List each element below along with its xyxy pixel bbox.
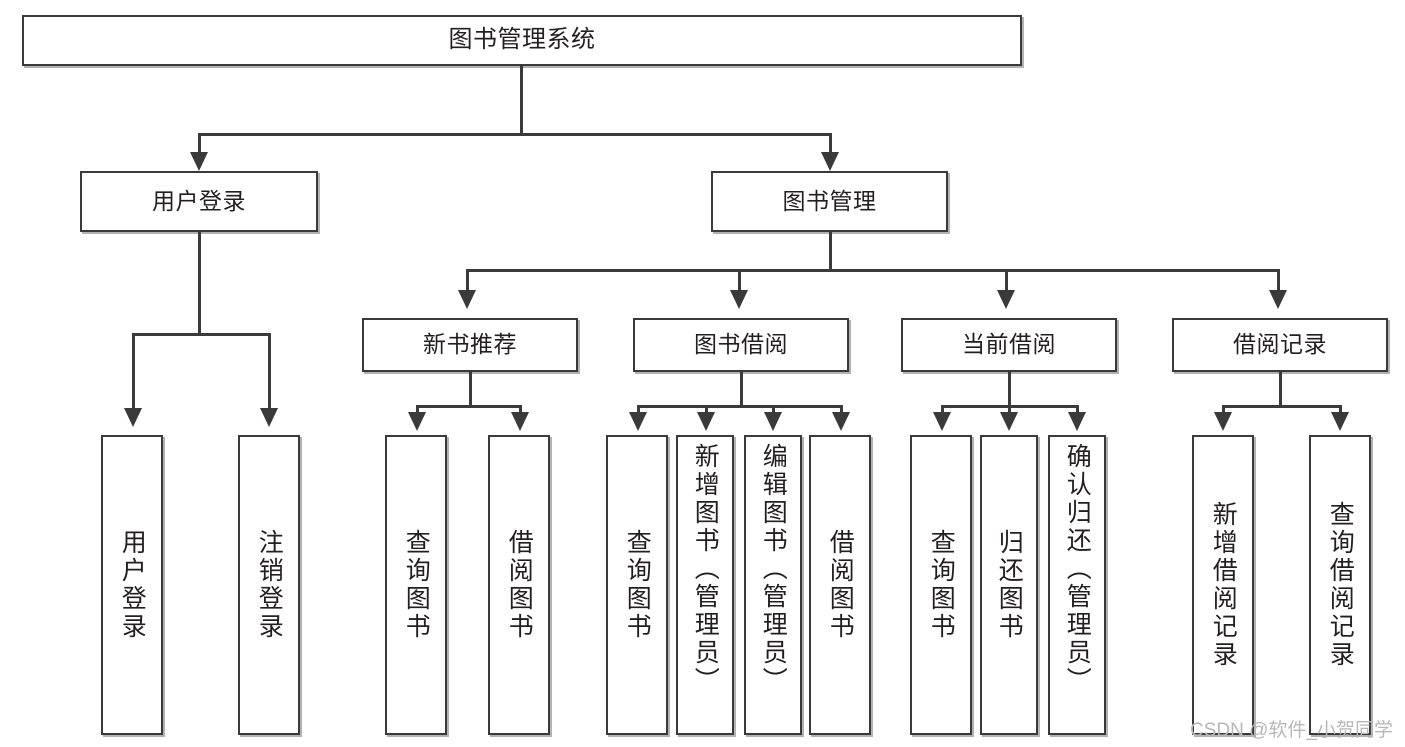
connector-root-stem: [520, 66, 523, 135]
arrowhead-new-book-leaf1: [408, 412, 426, 431]
node-label: 图书管理: [782, 187, 877, 214]
leaf-borrow-records-add-record[interactable]: 新增借阅记录: [1192, 435, 1254, 735]
connector-book-borrow-stem: [740, 372, 743, 408]
arrowhead-new-book-leaf2: [511, 412, 529, 431]
leaf-book-borrow-add-book-admin[interactable]: 新增图书（管理员）: [676, 435, 734, 735]
node-label: 查询图书: [927, 529, 956, 641]
arrowhead-borrow-records-leaf1: [1214, 412, 1232, 431]
connector-book-mgmt-to-c4: [1277, 269, 1280, 297]
connector-book-mgmt-to-c2: [738, 269, 741, 297]
leaf-current-borrow-return-books[interactable]: 归还图书: [980, 435, 1038, 735]
node-label: 新增图书（管理员）: [691, 443, 720, 695]
connector-user-login-stem: [198, 232, 201, 336]
node-label: 图书管理系统: [448, 26, 596, 54]
node-label: 新增借阅记录: [1209, 501, 1238, 669]
arrowhead-user-login-leaf1: [124, 408, 142, 427]
connector-user-login-to-leaf2: [268, 333, 271, 415]
node-book-management[interactable]: 图书管理: [711, 171, 948, 232]
arrowhead-book-mgmt-c4: [1269, 290, 1287, 309]
leaf-current-borrow-confirm-return-admin[interactable]: 确认归还（管理员）: [1048, 435, 1106, 735]
arrowhead-book-borrow-leaf2: [697, 412, 715, 431]
connector-borrow-records-bar: [1222, 405, 1340, 408]
node-label: 确认归还（管理员）: [1063, 443, 1092, 695]
arrowhead-current-borrow-leaf2: [1000, 412, 1018, 431]
leaf-user-login-login[interactable]: 用户登录: [101, 435, 163, 735]
node-label: 用户登录: [152, 187, 246, 214]
node-label: 用户登录: [118, 529, 147, 641]
connector-root-to-user-login: [198, 133, 201, 161]
leaf-current-borrow-query-books[interactable]: 查询图书: [910, 435, 972, 735]
node-new-book-recommend[interactable]: 新书推荐: [362, 318, 578, 372]
connector-book-mgmt-bar: [466, 269, 1277, 272]
node-label: 新书推荐: [423, 331, 517, 358]
csdn-watermark: CSDN @软件_小贺同学: [1190, 720, 1393, 741]
leaf-book-borrow-borrow-books[interactable]: 借阅图书: [809, 435, 871, 735]
node-label: 注销登录: [255, 529, 284, 641]
connector-root-to-book-mgmt: [829, 133, 832, 161]
arrowhead-book-mgmt-c2: [730, 290, 748, 309]
node-label: 借阅图书: [505, 529, 534, 641]
arrowhead-book-borrow-leaf3: [764, 412, 782, 431]
arrowhead-user-login-leaf2: [260, 408, 278, 427]
arrowhead-book-borrow-leaf1: [629, 412, 647, 431]
node-label: 当前借阅: [962, 331, 1056, 358]
leaf-borrow-records-query-record[interactable]: 查询借阅记录: [1309, 435, 1371, 735]
node-label: 查询借阅记录: [1326, 501, 1355, 669]
node-label: 编辑图书（管理员）: [759, 443, 788, 695]
arrowhead-book-mgmt-c1: [458, 290, 476, 309]
connector-book-mgmt-to-c3: [1005, 269, 1008, 297]
arrowhead-current-borrow-leaf1: [933, 412, 951, 431]
node-label: 查询图书: [402, 529, 431, 641]
arrowhead-borrow-records-leaf2: [1331, 412, 1349, 431]
node-label: 借阅记录: [1233, 331, 1327, 358]
node-current-borrow[interactable]: 当前借阅: [901, 318, 1117, 372]
connector-book-borrow-bar: [637, 405, 843, 408]
leaf-new-book-borrow-books[interactable]: 借阅图书: [488, 435, 550, 735]
node-book-borrow[interactable]: 图书借阅: [633, 318, 849, 372]
arrowhead-current-borrow-leaf3: [1068, 412, 1086, 431]
connector-borrow-records-stem: [1279, 372, 1282, 408]
connector-root-bar: [198, 133, 832, 136]
node-root-system[interactable]: 图书管理系统: [22, 15, 1022, 66]
leaf-book-borrow-edit-book-admin[interactable]: 编辑图书（管理员）: [744, 435, 802, 735]
leaf-new-book-query-books[interactable]: 查询图书: [385, 435, 447, 735]
arrowhead-root-to-book-mgmt: [821, 152, 839, 171]
connector-user-login-to-leaf1: [132, 333, 135, 415]
leaf-user-login-logout[interactable]: 注销登录: [238, 435, 300, 735]
connector-book-mgmt-to-c1: [466, 269, 469, 297]
arrowhead-book-mgmt-c3: [997, 290, 1015, 309]
node-user-login[interactable]: 用户登录: [80, 171, 318, 232]
node-label: 借阅图书: [826, 529, 855, 641]
node-label: 图书借阅: [694, 331, 788, 358]
arrowhead-root-to-user-login: [190, 152, 208, 171]
connector-new-book-stem: [469, 372, 472, 408]
node-label: 归还图书: [995, 529, 1024, 641]
node-label: 查询图书: [623, 529, 652, 641]
connector-book-mgmt-stem: [829, 232, 832, 272]
connector-new-book-bar: [416, 405, 522, 408]
node-borrow-records[interactable]: 借阅记录: [1172, 318, 1388, 372]
leaf-book-borrow-query-books[interactable]: 查询图书: [606, 435, 668, 735]
connector-user-login-bar: [132, 333, 271, 336]
connector-current-borrow-stem: [1008, 372, 1011, 408]
arrowhead-book-borrow-leaf4: [832, 412, 850, 431]
